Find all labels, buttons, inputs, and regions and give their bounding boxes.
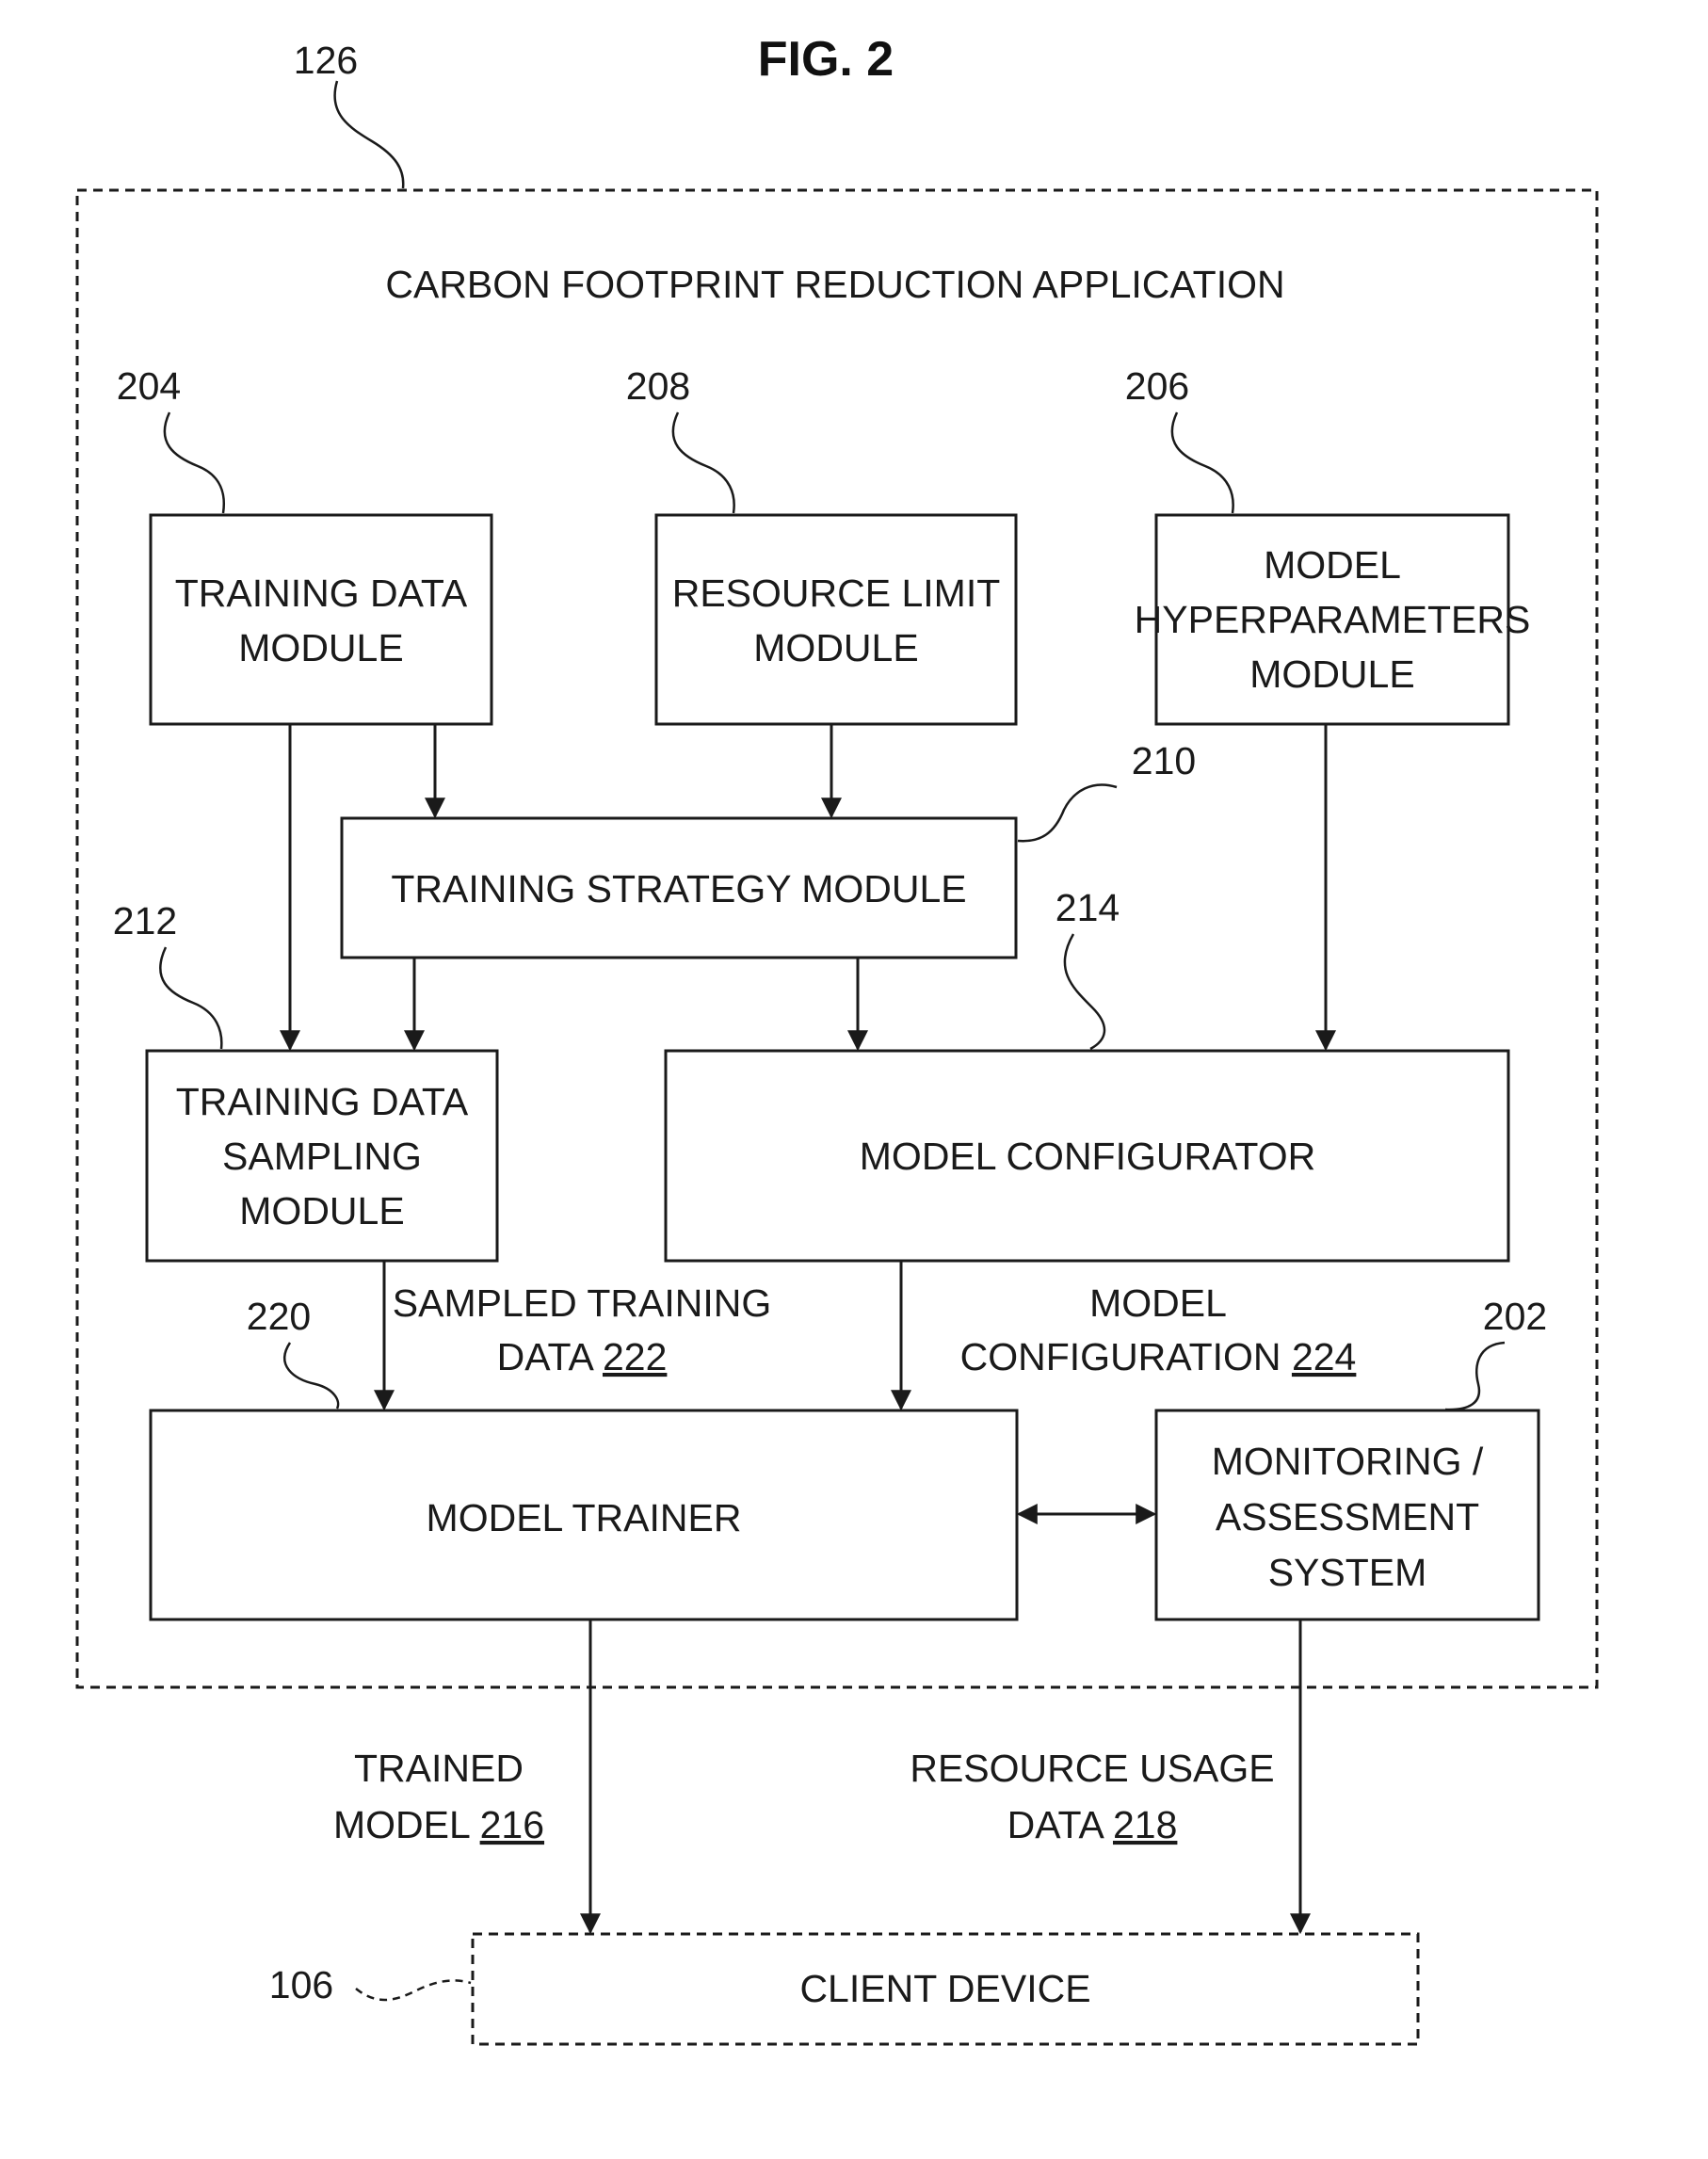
training-strategy-module: TRAINING STRATEGY MODULE [340, 816, 1018, 959]
training-data-module-label-1: TRAINING DATA [175, 572, 468, 615]
application-boundary [75, 188, 1599, 1689]
client-device-ref-leader [355, 1979, 472, 2002]
application-ref-leader [333, 80, 405, 189]
flow-label-resource-usage-data: RESOURCE USAGE DATA 218 [910, 1747, 1274, 1846]
flow-model-configuration-line2: CONFIGURATION 224 [960, 1335, 1357, 1378]
model-configurator-ref: 214 [1055, 886, 1120, 929]
model-hyperparameters-module-label-1: MODEL [1264, 543, 1401, 587]
application-title: CARBON FOOTPRINT REDUCTION APPLICATION [385, 263, 1284, 306]
monitoring-assessment-system-label-1: MONITORING / [1212, 1440, 1484, 1483]
model-hyperparameters-module-ref-leader [1170, 411, 1234, 514]
model-hyperparameters-module-label-2: HYPERPARAMETERS [1135, 598, 1531, 641]
flow-label-sampled-training-data: SAMPLED TRAINING DATA 222 [393, 1281, 772, 1378]
flow-sampled-training-data-number: 222 [603, 1335, 667, 1378]
training-strategy-module-label: TRAINING STRATEGY MODULE [391, 867, 966, 910]
training-data-sampling-module-ref: 212 [113, 899, 177, 943]
client-device: CLIENT DEVICE [471, 1932, 1420, 2046]
training-data-module-ref: 204 [117, 364, 181, 408]
training-data-module-ref-leader [163, 411, 225, 514]
monitoring-assessment-system-ref: 202 [1483, 1295, 1547, 1338]
application-ref: 126 [294, 39, 358, 82]
training-strategy-module-ref: 210 [1132, 739, 1196, 782]
flow-model-configuration-text: CONFIGURATION [960, 1335, 1292, 1378]
monitoring-assessment-system: MONITORING / ASSESSMENT SYSTEM [1154, 1409, 1540, 1621]
training-data-sampling-module-ref-leader [159, 946, 223, 1050]
model-trainer-ref-leader [283, 1342, 340, 1410]
model-hyperparameters-module-label-3: MODULE [1249, 653, 1414, 696]
model-configurator-label: MODEL CONFIGURATOR [860, 1135, 1315, 1178]
client-device-ref: 106 [269, 1963, 333, 2006]
client-device-label: CLIENT DEVICE [799, 1967, 1090, 2010]
training-strategy-module-ref-leader [1017, 783, 1118, 843]
flow-resource-usage-data-number: 218 [1113, 1803, 1177, 1846]
monitoring-assessment-system-ref-leader [1444, 1341, 1506, 1411]
flow-sampled-training-data-text: DATA [497, 1335, 603, 1378]
flow-sampled-training-data-line2: DATA 222 [497, 1335, 668, 1378]
training-data-sampling-module-label-2: SAMPLING [222, 1135, 422, 1178]
resource-limit-module-label-2: MODULE [753, 626, 918, 669]
monitoring-assessment-system-label-2: ASSESSMENT [1216, 1495, 1479, 1539]
model-trainer-ref: 220 [247, 1295, 311, 1338]
flow-resource-usage-data-text: DATA [1007, 1803, 1113, 1846]
resource-limit-module-label-1: RESOURCE LIMIT [672, 572, 1001, 615]
flow-model-configuration-line1: MODEL [1089, 1281, 1227, 1325]
training-data-module: TRAINING DATA MODULE [149, 513, 493, 726]
flow-trained-model-line1: TRAINED [354, 1747, 524, 1790]
model-trainer-label: MODEL TRAINER [427, 1496, 742, 1539]
flow-trained-model-line2: MODEL 216 [333, 1803, 544, 1846]
flow-trained-model-number: 216 [480, 1803, 544, 1846]
flow-label-trained-model: TRAINED MODEL 216 [333, 1747, 544, 1846]
flow-model-configuration-number: 224 [1292, 1335, 1356, 1378]
model-hyperparameters-module: MODEL HYPERPARAMETERS MODULE [1135, 513, 1531, 726]
model-configurator-ref-leader [1063, 933, 1106, 1051]
monitoring-assessment-system-label-3: SYSTEM [1268, 1551, 1427, 1594]
flow-resource-usage-data-line2: DATA 218 [1007, 1803, 1178, 1846]
figure-title: FIG. 2 [758, 32, 894, 87]
training-data-sampling-module: TRAINING DATA SAMPLING MODULE [145, 1049, 499, 1263]
model-hyperparameters-module-ref: 206 [1125, 364, 1189, 408]
resource-limit-module-ref-leader [671, 411, 735, 514]
flow-resource-usage-data-line1: RESOURCE USAGE [910, 1747, 1274, 1790]
model-configurator: MODEL CONFIGURATOR [664, 1049, 1510, 1263]
flow-trained-model-text: MODEL [333, 1803, 480, 1846]
training-data-module-label-2: MODULE [238, 626, 403, 669]
training-data-sampling-module-label-3: MODULE [239, 1189, 404, 1233]
training-data-sampling-module-label-1: TRAINING DATA [176, 1080, 469, 1123]
resource-limit-module: RESOURCE LIMIT MODULE [654, 513, 1018, 726]
flow-sampled-training-data-line1: SAMPLED TRAINING [393, 1281, 772, 1325]
flow-label-model-configuration: MODEL CONFIGURATION 224 [960, 1281, 1357, 1378]
resource-limit-module-ref: 208 [626, 364, 690, 408]
model-trainer: MODEL TRAINER [149, 1409, 1019, 1621]
